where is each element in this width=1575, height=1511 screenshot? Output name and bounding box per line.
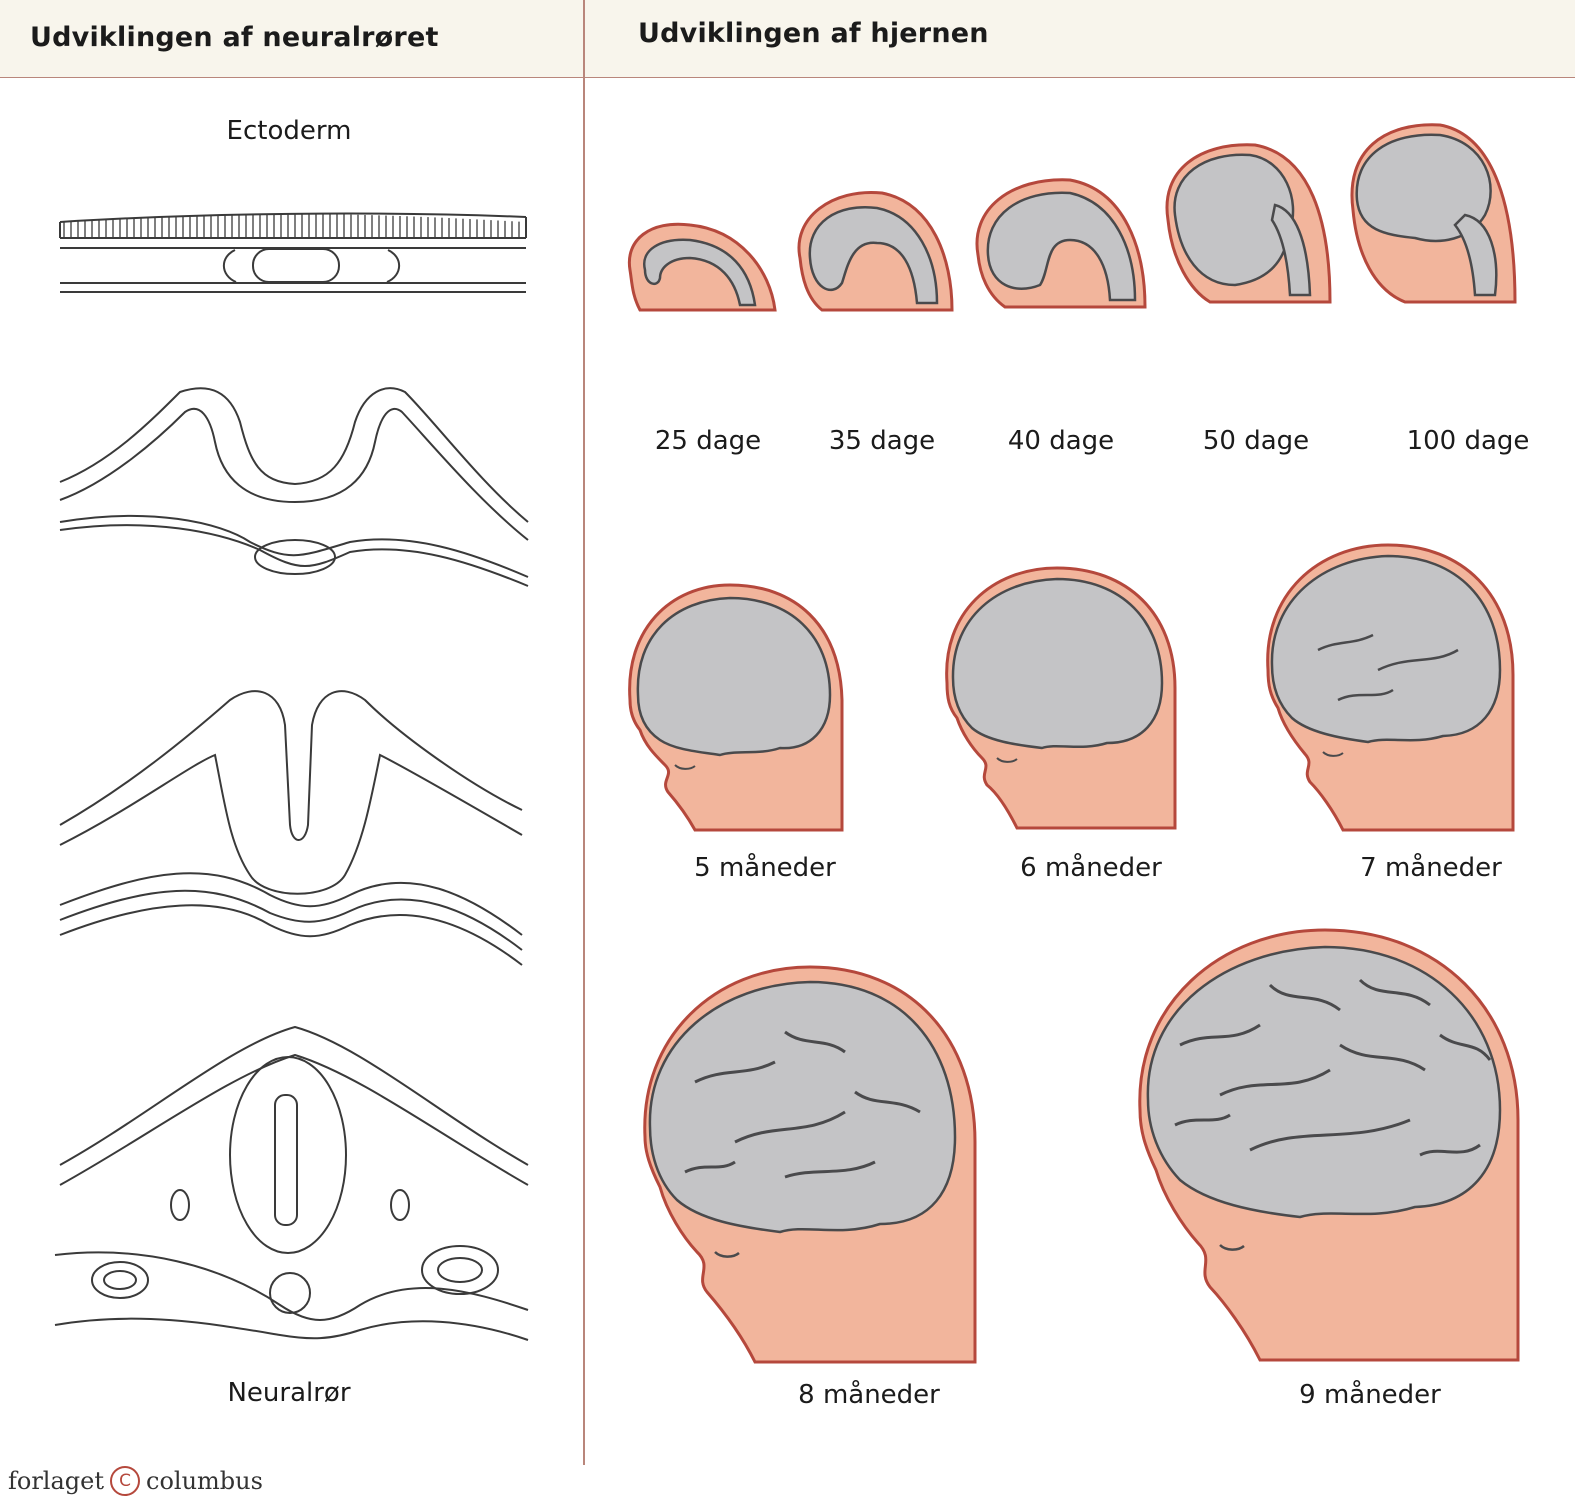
label-100-dage: 100 dage [1406,426,1530,456]
label-50-dage: 50 dage [1202,426,1310,456]
label-9-maneder: 9 måneder [1299,1380,1441,1410]
brain-50-days [1165,143,1332,304]
brain-25-days [627,222,777,312]
left-column-title: Udviklingen af neuralrøret [30,22,439,53]
label-40-dage: 40 dage [1007,426,1115,456]
right-column-title: Udviklingen af hjernen [638,18,989,49]
brain-6-months [945,566,1177,830]
label-35-dage: 35 dage [828,426,936,456]
brain-100-days [1350,123,1517,304]
publisher-name-left: forlaget [8,1467,104,1495]
neural-plate-stage-1 [59,212,527,293]
brain-5-months [628,583,844,832]
brain-8-months [643,965,977,1364]
brain-7-months [1266,543,1515,832]
neural-tube-stage-4 [54,1025,529,1341]
label-8-maneder: 8 måneder [798,1380,940,1410]
ectoderm-label: Ectoderm [226,116,352,146]
brain-9-months [1138,928,1520,1362]
label-5-maneder: 5 måneder [694,853,836,883]
brain-40-days [975,178,1147,309]
neural-tube-label: Neuralrør [227,1378,351,1408]
label-6-maneder: 6 måneder [1020,853,1162,883]
publisher-name-right: columbus [146,1467,263,1495]
label-7-maneder: 7 måneder [1360,853,1502,883]
column-divider [583,0,585,1465]
header-bar [0,0,1575,78]
label-25-dage: 25 dage [654,426,762,456]
brain-35-days [797,190,954,312]
publisher-logo: forlaget C columbus [8,1466,263,1496]
neural-folds-stage-3 [59,690,523,966]
copyright-icon: C [110,1466,140,1496]
neural-groove-stage-2 [59,387,529,587]
